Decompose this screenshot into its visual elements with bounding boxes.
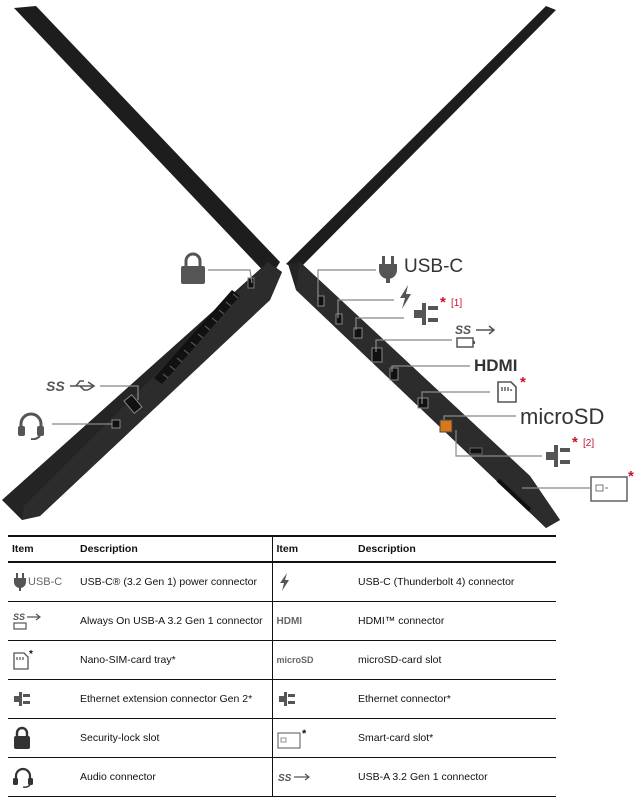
- left-usb-port: [123, 393, 143, 415]
- item-cell: [271, 679, 354, 719]
- ethernet-icon: [278, 692, 295, 706]
- table-row: * Nano-SIM-card tray* microSD microSD-ca…: [8, 640, 556, 680]
- description-cell: HDMI™ connector: [354, 601, 556, 641]
- laptop-side-views-figure: SS USB-C * [1] SS HDMI * microSD: [2, 6, 634, 528]
- item-cell: [8, 757, 76, 797]
- description-cell: microSD-card slot: [354, 640, 556, 680]
- table-row: SS Always On USB-A 3.2 Gen 1 connector H…: [8, 601, 556, 641]
- item-cell: *: [8, 640, 76, 680]
- table-row: Audio connector SS USB-A 3.2 Gen 1 conne…: [8, 757, 556, 797]
- usb-c-power-icon: [14, 573, 26, 591]
- usb-ss-battery-icon: SS: [13, 612, 41, 630]
- header-item: Item: [8, 535, 76, 563]
- description-cell: Ethernet extension connector Gen 2*: [76, 679, 272, 719]
- item-cell: HDMI: [271, 601, 354, 641]
- sim-card-icon: [497, 381, 517, 403]
- ethernet-extension-icon: [414, 303, 438, 325]
- left-usb-callout-line: [100, 385, 139, 400]
- description-cell: Smart-card slot*: [354, 718, 556, 758]
- right-laptop-lid: [286, 6, 556, 270]
- description-cell: USB-A 3.2 Gen 1 connector: [354, 757, 556, 797]
- star-marker: *: [440, 294, 446, 311]
- ethernet-extension-icon: [14, 692, 30, 706]
- table-row: Ethernet extension connector Gen 2* Ethe…: [8, 679, 556, 719]
- item-cell: SS: [271, 757, 354, 797]
- item-cell: [8, 718, 76, 758]
- microsd-callout-label: microSD: [520, 404, 605, 429]
- description-cell: Ethernet connector*: [354, 679, 556, 719]
- usb-ss-icon: SS: [278, 773, 310, 784]
- description-cell: Nano-SIM-card tray*: [76, 640, 272, 680]
- usb-c-power-icon: [379, 256, 397, 283]
- star-marker: *: [572, 434, 578, 451]
- header-description: Description: [354, 535, 556, 563]
- item-cell: [271, 562, 354, 602]
- star-marker: *: [520, 374, 526, 391]
- smart-card-icon: *: [277, 728, 307, 749]
- svg-text:*: *: [302, 728, 307, 740]
- right-laptop-side: [286, 6, 590, 528]
- description-cell: USB-C (Thunderbolt 4) connector: [354, 562, 556, 602]
- item-cell: microSD: [271, 640, 354, 680]
- ethernet-icon: [546, 445, 570, 467]
- hdmi-icon: HDMI: [276, 616, 303, 627]
- item-cell: [8, 679, 76, 719]
- item-cell: SS: [8, 601, 76, 641]
- description-cell: Audio connector: [76, 757, 272, 797]
- description-cell: USB-C® (3.2 Gen 1) power connector: [76, 562, 272, 602]
- item-cell: *: [271, 718, 354, 758]
- star-marker: *: [628, 468, 634, 485]
- header-item: Item: [271, 535, 354, 563]
- left-laptop-vent: [154, 290, 240, 384]
- sim-card-icon: *: [13, 649, 33, 670]
- microsd-icon: microSD: [276, 655, 314, 665]
- description-cell: Always On USB-A 3.2 Gen 1 connector: [76, 601, 272, 641]
- header-description: Description: [76, 535, 272, 563]
- laptop-illustration: [2, 6, 590, 528]
- left-audio-port: [111, 419, 121, 429]
- headset-icon: [13, 767, 33, 788]
- usb-ss-battery-icon: SS: [455, 323, 496, 348]
- svg-text:SS: SS: [278, 773, 292, 784]
- svg-text:SS: SS: [13, 612, 25, 622]
- svg-text:SS: SS: [46, 378, 65, 394]
- hdmi-callout-label: HDMI: [474, 356, 518, 375]
- svg-text:*: *: [29, 649, 33, 660]
- table-row: Security-lock slot * Smart-card slot*: [8, 718, 556, 758]
- footnote-1: [1]: [451, 298, 463, 309]
- smart-card-icon: [590, 476, 628, 502]
- item-cell: USB-C: [8, 562, 76, 602]
- usb-c-callout-label: USB-C: [404, 256, 464, 277]
- left-laptop-lid: [14, 6, 280, 278]
- usb-ss-icon: SS: [46, 378, 96, 394]
- table-header-row: Item Description Item Description: [8, 535, 556, 563]
- left-laptop-side: [2, 6, 282, 520]
- table-row: USB-C USB-C® (3.2 Gen 1) power connector…: [8, 562, 556, 602]
- svg-text:SS: SS: [455, 323, 471, 337]
- footnote-2: [2]: [583, 438, 595, 449]
- description-cell: Security-lock slot: [76, 718, 272, 758]
- thunderbolt-icon: [400, 285, 411, 309]
- headset-icon: [18, 412, 44, 440]
- connector-legend-table: Item Description Item Description USB-C …: [8, 535, 556, 797]
- lock-callout-line: [208, 269, 253, 284]
- lock-icon: [14, 726, 30, 749]
- usb-c-icon-text: USB-C: [28, 575, 63, 588]
- thunderbolt-icon: [279, 573, 289, 591]
- lock-icon: [181, 252, 205, 284]
